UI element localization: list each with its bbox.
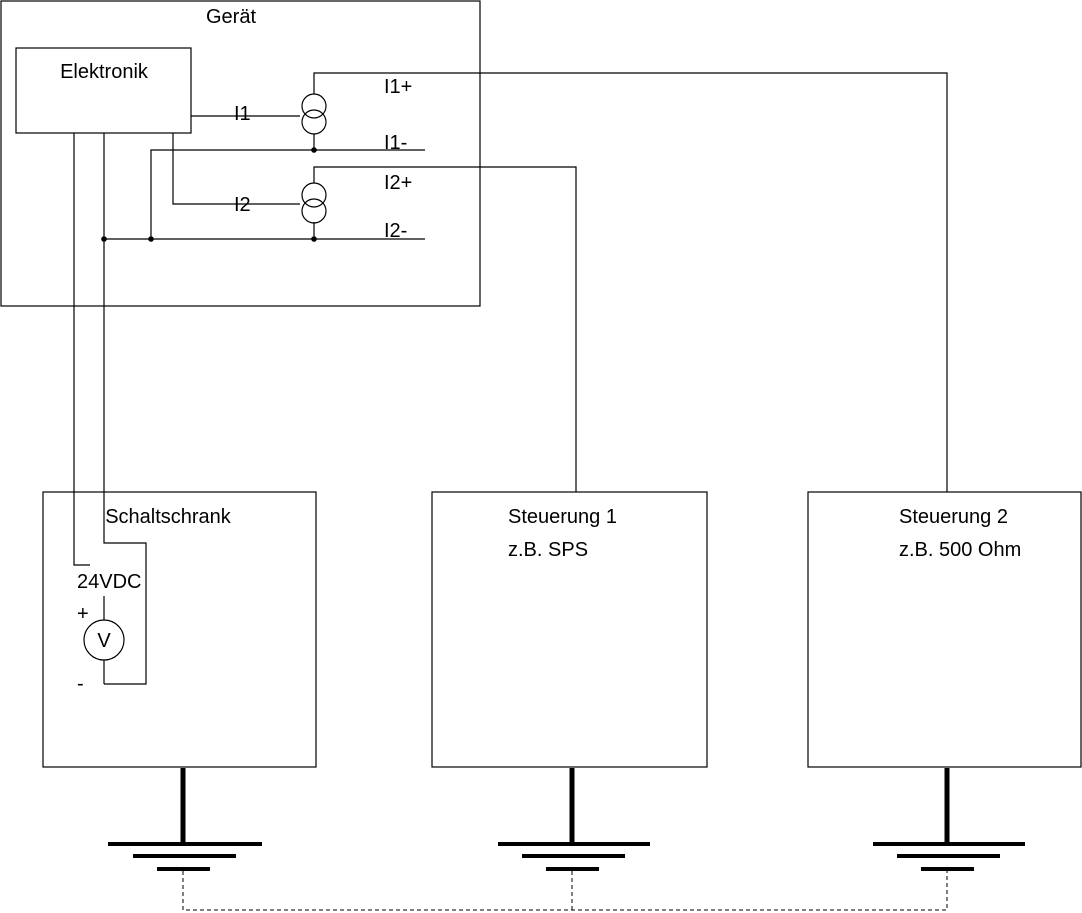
i1-plus-wire bbox=[313, 72, 948, 492]
junction-dot bbox=[311, 236, 317, 242]
i1-label: I1 bbox=[234, 103, 251, 125]
controller-1-box bbox=[431, 491, 708, 768]
output-labels: I1 I1+ I1- I2 I2+ I2- bbox=[234, 76, 412, 242]
i1-plus-label: I1+ bbox=[384, 76, 412, 98]
external-wiring bbox=[73, 72, 948, 685]
current-source-icon bbox=[301, 109, 327, 135]
equipotential-dashed-line bbox=[182, 871, 948, 911]
controller-2-box bbox=[807, 491, 1082, 768]
cabinet: Schaltschrank 24VDC + - V bbox=[42, 491, 317, 768]
i2-label: I2 bbox=[234, 194, 251, 216]
device-enclosure: Gerät bbox=[0, 0, 481, 307]
junction-dot bbox=[311, 147, 317, 153]
controller-2: Steuerung 2 z.B. 500 Ohm bbox=[807, 491, 1082, 768]
device-internal-wiring bbox=[101, 115, 425, 242]
supply-voltage-label: 24VDC bbox=[77, 571, 141, 593]
current-source-icon bbox=[301, 198, 327, 224]
cabinet-box bbox=[42, 491, 317, 768]
ground-controller-1 bbox=[498, 768, 650, 871]
i2-plus-label: I2+ bbox=[384, 172, 412, 194]
i2-plus-wire bbox=[313, 166, 577, 492]
equipotential-bonding bbox=[182, 871, 948, 911]
cabinet-title: Schaltschrank bbox=[105, 506, 232, 528]
voltmeter-label: V bbox=[97, 630, 111, 652]
electronics-box bbox=[15, 47, 192, 134]
supply-minus-label: - bbox=[77, 673, 84, 695]
controller-2-subtitle: z.B. 500 Ohm bbox=[899, 539, 1021, 561]
controller-1: Steuerung 1 z.B. SPS bbox=[431, 491, 708, 768]
junction-dot bbox=[148, 236, 154, 242]
supply-minus-wire bbox=[103, 133, 147, 685]
ground-cabinet bbox=[108, 768, 262, 871]
i1-minus-wire bbox=[150, 149, 425, 239]
controller-1-subtitle: z.B. SPS bbox=[508, 539, 588, 561]
i1-minus-label: I1- bbox=[384, 132, 407, 154]
electronics-label: Elektronik bbox=[60, 61, 149, 83]
supply-plus-label: + bbox=[77, 603, 89, 625]
controller-2-title: Steuerung 2 bbox=[899, 506, 1008, 528]
electronics-block: Elektronik bbox=[15, 47, 192, 134]
ground-controller-2 bbox=[873, 768, 1025, 871]
controller-1-title: Steuerung 1 bbox=[508, 506, 617, 528]
i2-minus-label: I2- bbox=[384, 220, 407, 242]
device-box bbox=[0, 0, 481, 307]
device-title: Gerät bbox=[206, 6, 256, 28]
i2-signal-wire bbox=[172, 133, 300, 205]
voltmeter-icon bbox=[83, 619, 125, 661]
supply-plus-wire bbox=[73, 133, 90, 566]
